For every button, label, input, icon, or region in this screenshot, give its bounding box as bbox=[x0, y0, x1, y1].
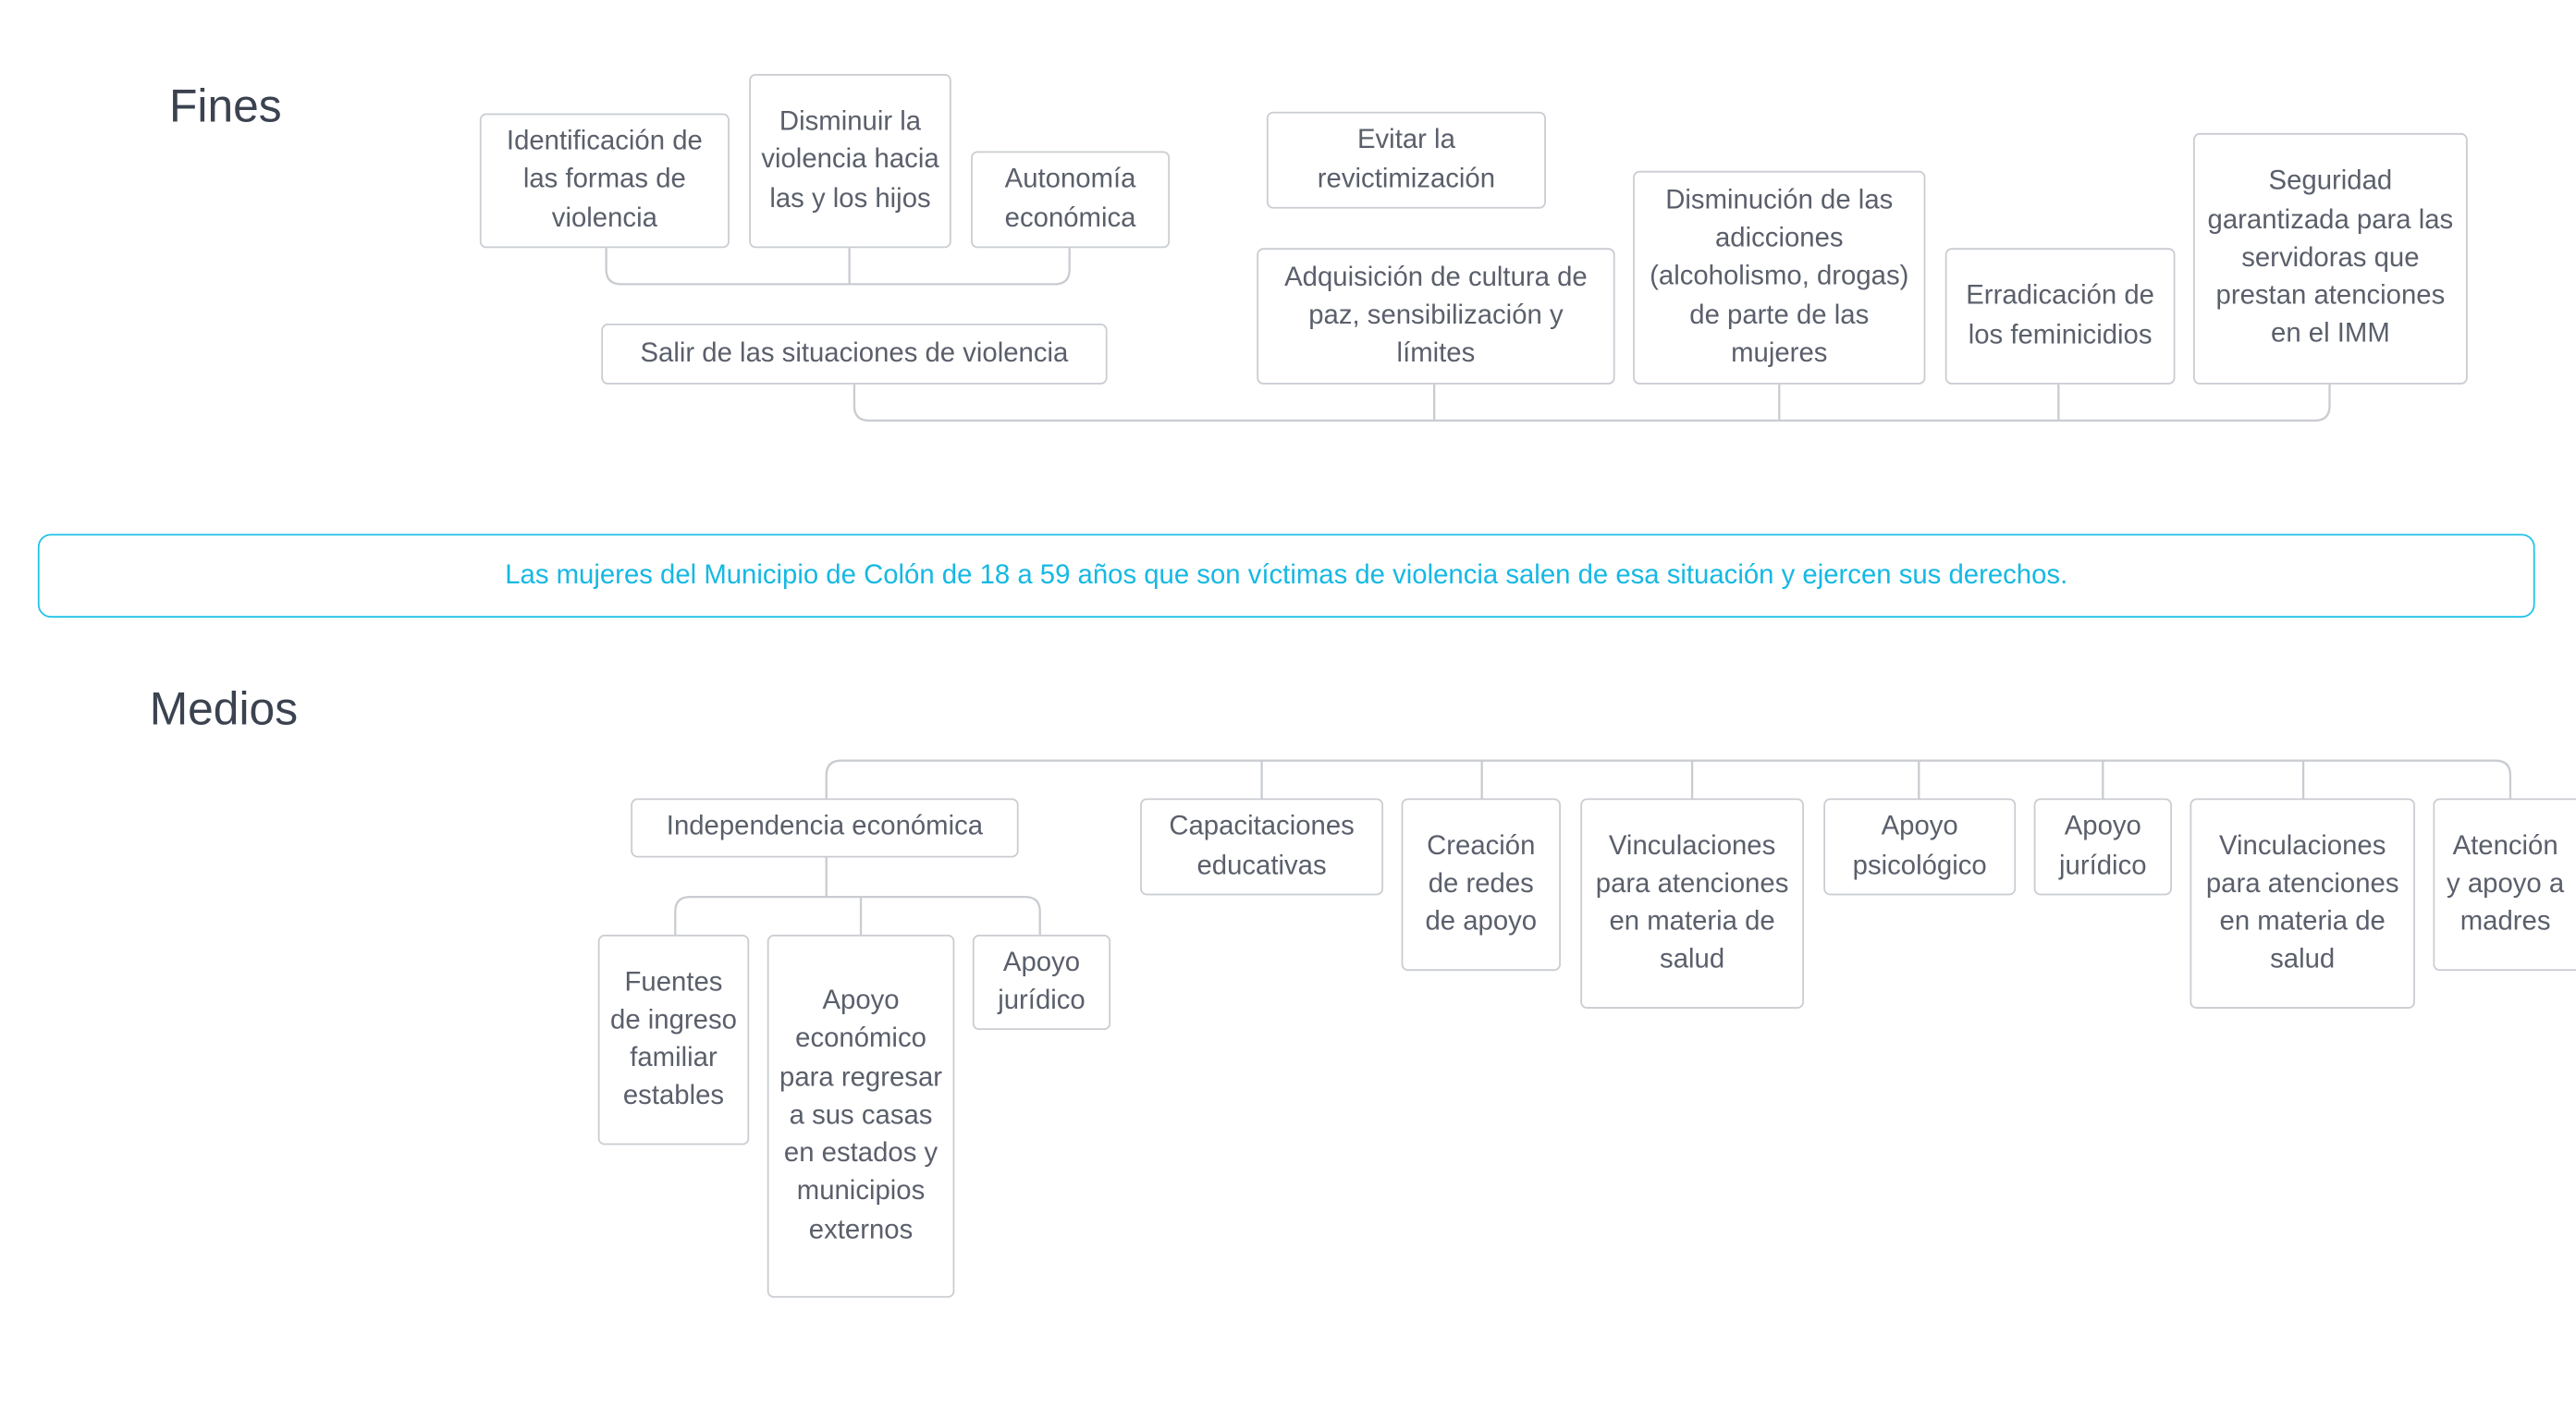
fin-seguridad: Seguridad garantizada para las servidora… bbox=[2193, 132, 2468, 385]
fin-erradicacion-label: Erradicación de los feminicidios bbox=[1966, 281, 2154, 349]
medio-capacitaciones: Capacitaciones educativas bbox=[1140, 798, 1384, 896]
fin-evitar-label: Evitar la revictimización bbox=[1317, 125, 1496, 193]
medio-apoyo-economico-label: Apoyo económico para regresar a sus casa… bbox=[779, 986, 943, 1244]
medio-vinculaciones-1-label: Vinculaciones para atenciones en materia… bbox=[1595, 830, 1789, 975]
medio-fuentes-label: Fuentes de ingreso familiar estables bbox=[610, 966, 737, 1111]
medio-psicologico: Apoyo psicológico bbox=[1823, 798, 2017, 896]
fin-adicciones-label: Disminución de las adicciones (alcoholis… bbox=[1650, 185, 1909, 368]
medio-atencion-madres: Atención y apoyo a madres bbox=[2433, 798, 2576, 972]
fin-autonomia: Autonomía económica bbox=[971, 151, 1171, 249]
medio-redes: Creación de redes de apoyo bbox=[1401, 798, 1561, 972]
heading-fines: Fines bbox=[169, 80, 282, 132]
medio-psicologico-label: Apoyo psicológico bbox=[1852, 812, 1987, 880]
heading-medios: Medios bbox=[149, 683, 299, 735]
connector-fines-main bbox=[853, 384, 2331, 423]
fin-adquisicion: Adquisición de cultura de paz, sensibili… bbox=[1257, 248, 1615, 385]
connector-fines-upper bbox=[605, 248, 1071, 286]
medio-independencia-label: Independencia económica bbox=[666, 812, 984, 842]
medio-vinculaciones-2-label: Vinculaciones para atenciones en materia… bbox=[2205, 830, 2399, 975]
fin-evitar: Evitar la revictimización bbox=[1266, 111, 1546, 209]
fin-autonomia-label: Autonomía económica bbox=[1004, 165, 1136, 233]
medio-vinculaciones-1: Vinculaciones para atenciones en materia… bbox=[1580, 798, 1804, 1009]
medio-apoyo-economico: Apoyo económico para regresar a sus casa… bbox=[767, 934, 955, 1298]
medio-redes-label: Creación de redes de apoyo bbox=[1425, 830, 1538, 937]
medio-capacitaciones-label: Capacitaciones educativas bbox=[1169, 812, 1355, 880]
fin-disminuir-violencia-label: Disminuir la violencia hacia las y los h… bbox=[761, 106, 939, 214]
fin-seguridad-label: Seguridad garantizada para las servidora… bbox=[2207, 166, 2454, 349]
fin-erradicacion: Erradicación de los feminicidios bbox=[1944, 248, 2176, 385]
fin-disminuir-violencia: Disminuir la violencia hacia las y los h… bbox=[749, 73, 951, 249]
medio-juridico: Apoyo jurídico bbox=[2033, 798, 2172, 896]
central-goal-text: Las mujeres del Municipio de Colón de 18… bbox=[505, 559, 2068, 590]
connector-medios-main bbox=[825, 759, 2512, 799]
fin-adquisicion-label: Adquisición de cultura de paz, sensibili… bbox=[1284, 262, 1588, 369]
medio-juridico-label: Apoyo jurídico bbox=[2059, 812, 2147, 880]
fin-salir-label: Salir de las situaciones de violencia bbox=[640, 337, 1069, 368]
fin-identificacion-label: Identificación de las formas de violenci… bbox=[506, 127, 703, 233]
medio-vinculaciones-2: Vinculaciones para atenciones en materia… bbox=[2190, 798, 2415, 1009]
fin-identificacion: Identificación de las formas de violenci… bbox=[479, 113, 730, 249]
medio-apoyo-juridico-sub-label: Apoyo jurídico bbox=[998, 947, 1086, 1016]
medio-apoyo-juridico-sub: Apoyo jurídico bbox=[972, 934, 1111, 1031]
medio-atencion-madres-label: Atención y apoyo a madres bbox=[2447, 830, 2565, 937]
central-goal: Las mujeres del Municipio de Colón de 18… bbox=[37, 533, 2535, 619]
medio-fuentes: Fuentes de ingreso familiar estables bbox=[597, 934, 750, 1146]
fin-adicciones: Disminución de las adicciones (alcoholis… bbox=[1633, 170, 1926, 385]
fin-salir: Salir de las situaciones de violencia bbox=[601, 324, 1108, 385]
connector-medios-sub bbox=[674, 857, 1041, 935]
medio-independencia: Independencia económica bbox=[631, 798, 1019, 858]
